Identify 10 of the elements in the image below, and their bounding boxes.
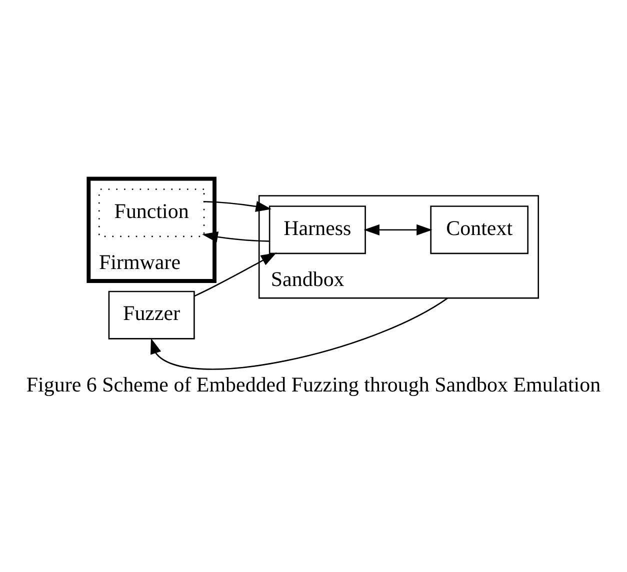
- arrow: [194, 252, 277, 297]
- node-box: Function: [98, 188, 205, 238]
- arrow: [202, 232, 270, 242]
- node-box: Harness: [268, 206, 366, 254]
- node-box: Fuzzer: [108, 290, 195, 340]
- arrow: [204, 200, 272, 212]
- node-box: Context: [430, 206, 529, 254]
- arrow: [150, 297, 448, 370]
- caption: Figure 6 Scheme of Embedded Fuzzing through Sandbox Emulation: [26, 372, 601, 397]
- arrow: [364, 224, 432, 236]
